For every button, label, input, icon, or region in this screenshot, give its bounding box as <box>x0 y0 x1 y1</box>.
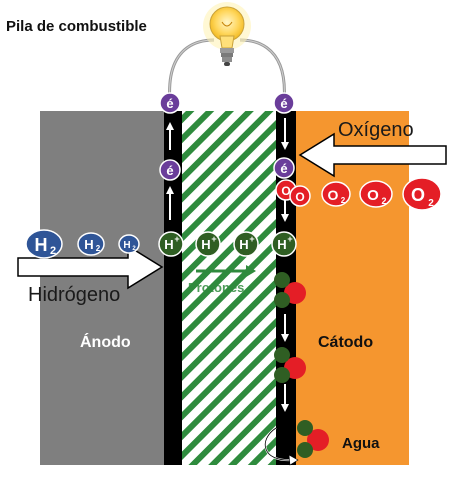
svg-text:+: + <box>211 234 216 244</box>
protons-label: Protones <box>188 280 245 295</box>
svg-text:+: + <box>174 234 179 244</box>
svg-text:O: O <box>328 187 339 203</box>
anode-electrode <box>164 111 182 465</box>
hydrogen-input-arrow <box>17 244 164 290</box>
oxygen-input-arrow <box>298 132 447 178</box>
external-wire <box>169 39 215 103</box>
svg-text:H: H <box>35 235 48 255</box>
light-bulb-icon <box>203 2 251 66</box>
oxygen-molecule: O 2 <box>359 180 393 208</box>
proton: H + <box>195 231 221 257</box>
electron-arrow-down <box>281 384 289 412</box>
electron-arrow-down <box>281 314 289 342</box>
water-molecule <box>274 272 306 308</box>
svg-text:H: H <box>164 237 173 252</box>
svg-text:H: H <box>201 237 210 252</box>
proton: H + <box>271 231 297 257</box>
svg-text:2: 2 <box>428 198 434 209</box>
cathode-label: Cátodo <box>318 334 374 351</box>
hydrogen-molecule: H 2 <box>25 229 63 259</box>
external-wire <box>168 38 215 103</box>
svg-text:2: 2 <box>381 196 386 206</box>
water-molecule <box>274 347 306 383</box>
svg-text:é: é <box>166 96 173 111</box>
svg-text:é: é <box>166 163 173 178</box>
hydrogen-molecule: H 2 <box>118 234 140 254</box>
svg-text:+: + <box>249 234 254 244</box>
proton: H + <box>158 231 184 257</box>
water-exit-arrow <box>264 427 299 466</box>
oxygen-molecule: O 2 <box>402 177 442 211</box>
electron: é <box>159 92 181 114</box>
svg-text:H: H <box>84 237 93 252</box>
svg-text:H: H <box>277 237 286 252</box>
svg-text:é: é <box>280 96 287 111</box>
oxygen-molecule: O 2 <box>321 181 351 207</box>
svg-text:2: 2 <box>341 196 346 205</box>
oxygen-label: Oxígeno <box>338 119 414 141</box>
electron-arrow-up <box>166 186 174 220</box>
cathode-region <box>296 111 409 465</box>
external-wire <box>239 39 285 103</box>
electron-arrow-down <box>281 118 289 150</box>
svg-text:2: 2 <box>96 244 101 253</box>
membrane <box>182 111 276 465</box>
svg-text:O: O <box>295 190 304 204</box>
svg-text:2: 2 <box>50 245 56 257</box>
svg-text:O: O <box>281 184 290 198</box>
water-molecule <box>297 420 329 458</box>
oxygen-atom: O <box>289 185 311 207</box>
proton-flow-arrow <box>196 265 256 277</box>
svg-text:2: 2 <box>132 246 136 252</box>
electron: é <box>273 157 295 179</box>
svg-text:O: O <box>411 185 425 205</box>
svg-text:O: O <box>367 187 379 204</box>
svg-text:é: é <box>280 161 287 176</box>
hydrogen-label: Hidrógeno <box>28 284 121 306</box>
svg-text:H: H <box>239 237 248 252</box>
anode-region <box>40 111 166 465</box>
svg-text:H: H <box>123 240 130 251</box>
electron: é <box>273 92 295 114</box>
water-label: Agua <box>342 435 380 452</box>
proton: H + <box>233 231 259 257</box>
hydrogen-molecule: H 2 <box>77 232 105 256</box>
svg-text:+: + <box>287 234 292 244</box>
external-wire <box>239 38 286 103</box>
diagram-title: Pila de combustible <box>6 18 147 35</box>
electron-arrow-up <box>166 122 174 150</box>
electron: é <box>159 159 181 181</box>
anode-label: Ánodo <box>80 334 131 351</box>
